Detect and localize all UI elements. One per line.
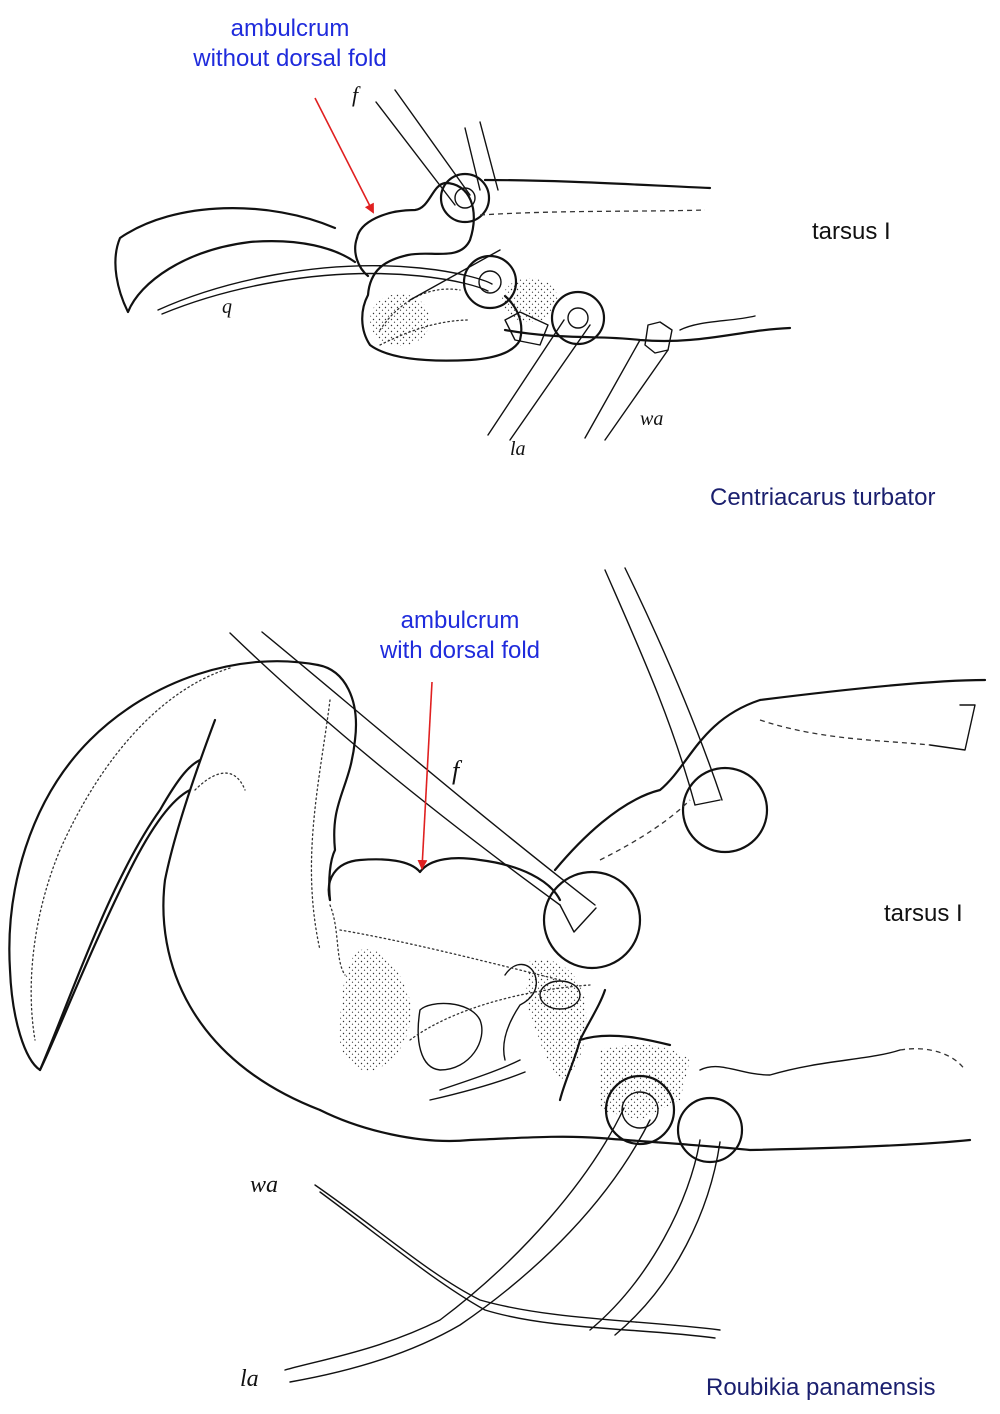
bottom-seta-f (229, 632, 561, 906)
top-ambulcrum (355, 181, 523, 362)
top-seta-la (487, 319, 565, 436)
top-annotation: ambulcrum without dorsal fold (170, 14, 410, 74)
bottom-seta-la-label: la (240, 1366, 259, 1392)
top-species-name: Centriacarus turbator (710, 484, 936, 511)
bottom-figure-tarsus (8, 567, 987, 1383)
top-seta-la-label: la (510, 438, 526, 460)
top-annotation-arrow (314, 97, 374, 214)
top-seta-f (394, 89, 471, 196)
bottom-annotation-arrow (417, 681, 433, 870)
bottom-claw-body (316, 663, 357, 902)
bottom-ambulcrum (327, 857, 562, 902)
bottom-seta-la (284, 1107, 625, 1371)
top-seta-wa-label: wa (640, 408, 664, 430)
bottom-seta-wa (314, 1184, 721, 1331)
top-annotation-line2: without dorsal fold (193, 45, 387, 72)
bottom-region-label: tarsus I (884, 900, 963, 927)
top-region-label: tarsus I (812, 218, 891, 245)
bottom-species-name: Roubikia panamensis (706, 1374, 936, 1401)
top-claw (114, 207, 357, 314)
top-seta-q (157, 265, 493, 311)
top-annotation-line1: ambulcrum (230, 15, 350, 42)
top-seta-f-label: f (352, 82, 359, 107)
bottom-seta-wa-label: wa (250, 1172, 279, 1198)
bottom-annotation: ambulcrum with dorsal fold (340, 606, 580, 666)
top-seta-q-label: q (222, 296, 232, 318)
bottom-claw (8, 660, 320, 1072)
top-figure-tarsus (114, 89, 792, 441)
bottom-annotation-line1: ambulcrum (400, 607, 520, 634)
top-seta-wa (584, 339, 641, 439)
bottom-seta-f-label: f (452, 756, 460, 785)
bottom-annotation-line2: with dorsal fold (379, 637, 541, 664)
